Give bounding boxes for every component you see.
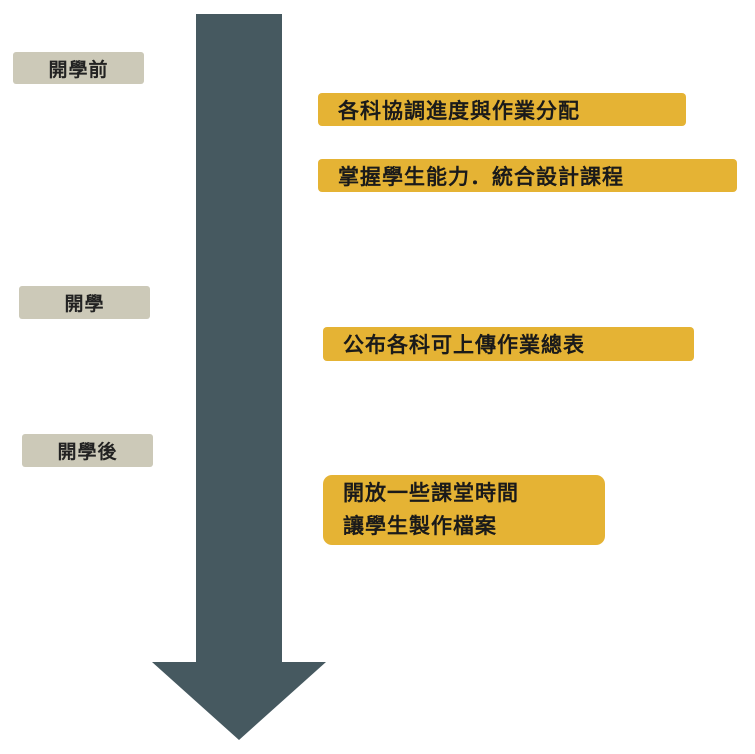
timeline-arrow-shape	[152, 14, 326, 740]
phase-label-school-start: 開學	[19, 286, 150, 319]
task-box-design-curriculum: 掌握學生能力．統合設計課程	[318, 159, 737, 192]
task-text: 掌握學生能力．統合設計課程	[338, 164, 624, 189]
phase-label-text: 開學後	[57, 441, 118, 463]
task-text: 各科協調進度與作業分配	[338, 98, 580, 123]
task-box-coordinate-progress: 各科協調進度與作業分配	[318, 93, 686, 126]
task-box-publish-homework-table: 公布各科可上傳作業總表	[323, 327, 694, 361]
task-box-class-time-portfolio: 開放一些課堂時間 讓學生製作檔案	[323, 475, 605, 545]
task-text-line-2: 讓學生製作檔案	[343, 514, 497, 538]
phase-label-text: 開學前	[48, 58, 109, 81]
task-text-line-1: 開放一些課堂時間	[343, 481, 519, 505]
phase-label-before-school: 開學前	[13, 52, 144, 84]
phase-label-after-start: 開學後	[22, 434, 153, 467]
task-text: 公布各科可上傳作業總表	[343, 333, 585, 357]
phase-label-text: 開學	[64, 293, 105, 315]
